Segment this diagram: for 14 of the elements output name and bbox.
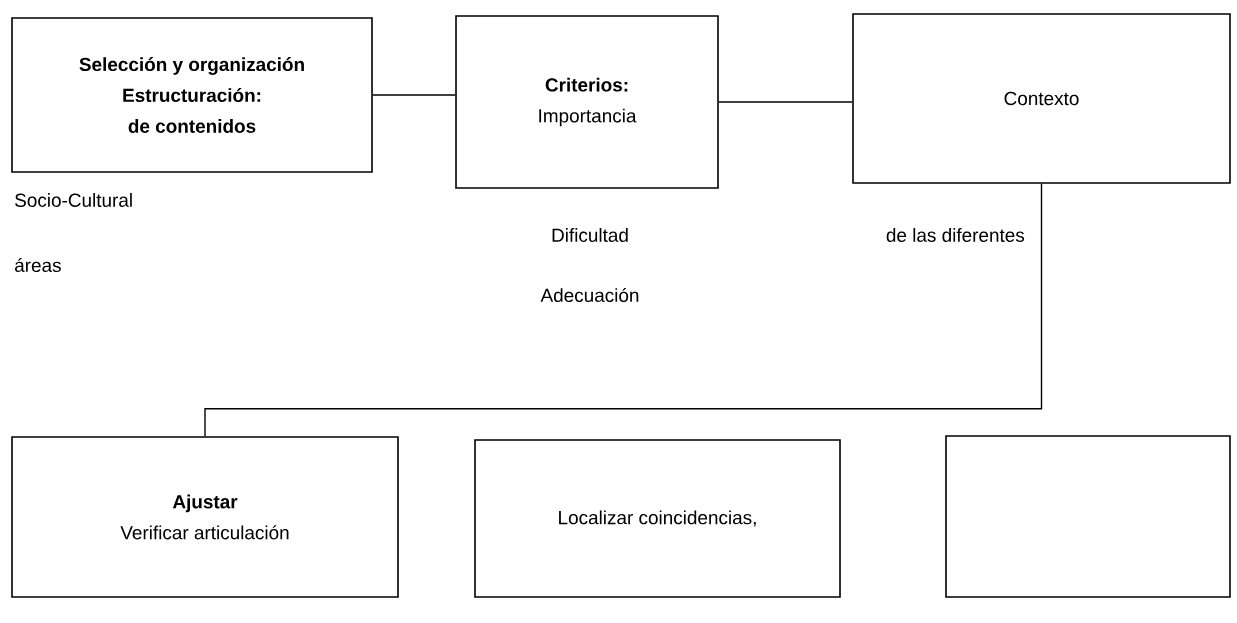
- connector-line: [718, 101, 853, 103]
- process-box: Contexto: [852, 13, 1231, 184]
- process-box: Localizar coincidencias,: [474, 439, 841, 598]
- connector-line: [204, 183, 1043, 437]
- process-box: Selección y organización Estructuración: de contenidos: [11, 17, 373, 173]
- connector-line: [372, 94, 456, 96]
- box-caption: áreas: [15, 257, 61, 273]
- process-box: Ajustar Verificar articulación: [11, 436, 399, 598]
- process-box: Criterios: Importancia: [455, 15, 719, 189]
- process-box: [945, 435, 1231, 598]
- box-caption: Socio-Cultural: [15, 193, 132, 207]
- box-caption: de las diferentes: [886, 228, 1025, 242]
- box-caption: Dificultad: [552, 228, 628, 242]
- box-caption: Adecuación: [540, 287, 639, 303]
